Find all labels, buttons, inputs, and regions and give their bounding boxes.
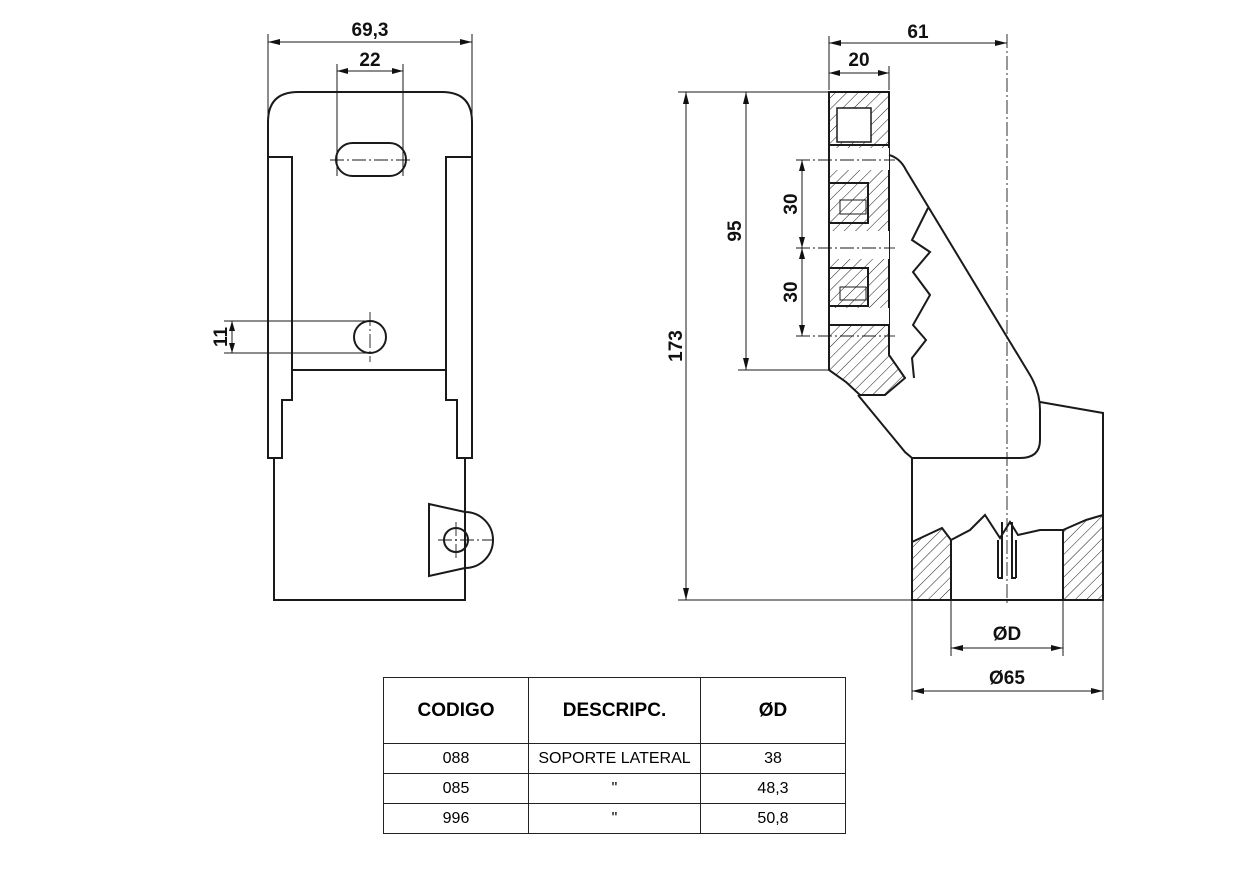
cell-descripcion: SOPORTE LATERAL [528, 743, 701, 774]
dim-plate-height: 95 [725, 220, 746, 242]
dim-outer-diameter: Ø65 [989, 668, 1025, 689]
cell-codigo: 088 [383, 743, 529, 774]
table-header-row: CODIGO DESCRIPC. ØD [383, 677, 846, 744]
front-view: 69,3 22 11 [211, 20, 494, 601]
dim-hole-offset: 11 [211, 327, 232, 348]
dim-front-width: 69,3 [352, 20, 389, 41]
col-header-diameter: ØD [700, 677, 846, 744]
table-row: 996 " 50,8 [383, 803, 846, 834]
cell-descripcion: " [528, 803, 701, 834]
dim-inner-diameter: ØD [993, 624, 1022, 645]
dim-slot-width: 22 [359, 50, 380, 71]
cell-diameter: 48,3 [700, 773, 846, 804]
dim-hole-spacing-bottom: 30 [781, 281, 802, 302]
cell-codigo: 085 [383, 773, 529, 804]
lug [428, 502, 494, 578]
spec-table: CODIGO DESCRIPC. ØD 088 SOPORTE LATERAL … [383, 677, 846, 834]
cell-codigo: 996 [383, 803, 529, 834]
dim-side-depth: 61 [907, 22, 929, 43]
col-header-descripcion: DESCRIPC. [528, 677, 701, 744]
cell-diameter: 50,8 [700, 803, 846, 834]
slot-hole [335, 142, 407, 177]
table-row: 085 " 48,3 [383, 773, 846, 804]
side-view: 61 20 173 95 30 30 Ø [666, 22, 1104, 700]
dim-plate-thickness: 20 [848, 50, 869, 71]
cell-diameter: 38 [700, 743, 846, 774]
dim-total-height: 173 [666, 330, 687, 362]
table-row: 088 SOPORTE LATERAL 38 [383, 743, 846, 774]
cell-descripcion: " [528, 773, 701, 804]
dim-hole-spacing-top: 30 [781, 193, 802, 214]
col-header-codigo: CODIGO [383, 677, 529, 744]
